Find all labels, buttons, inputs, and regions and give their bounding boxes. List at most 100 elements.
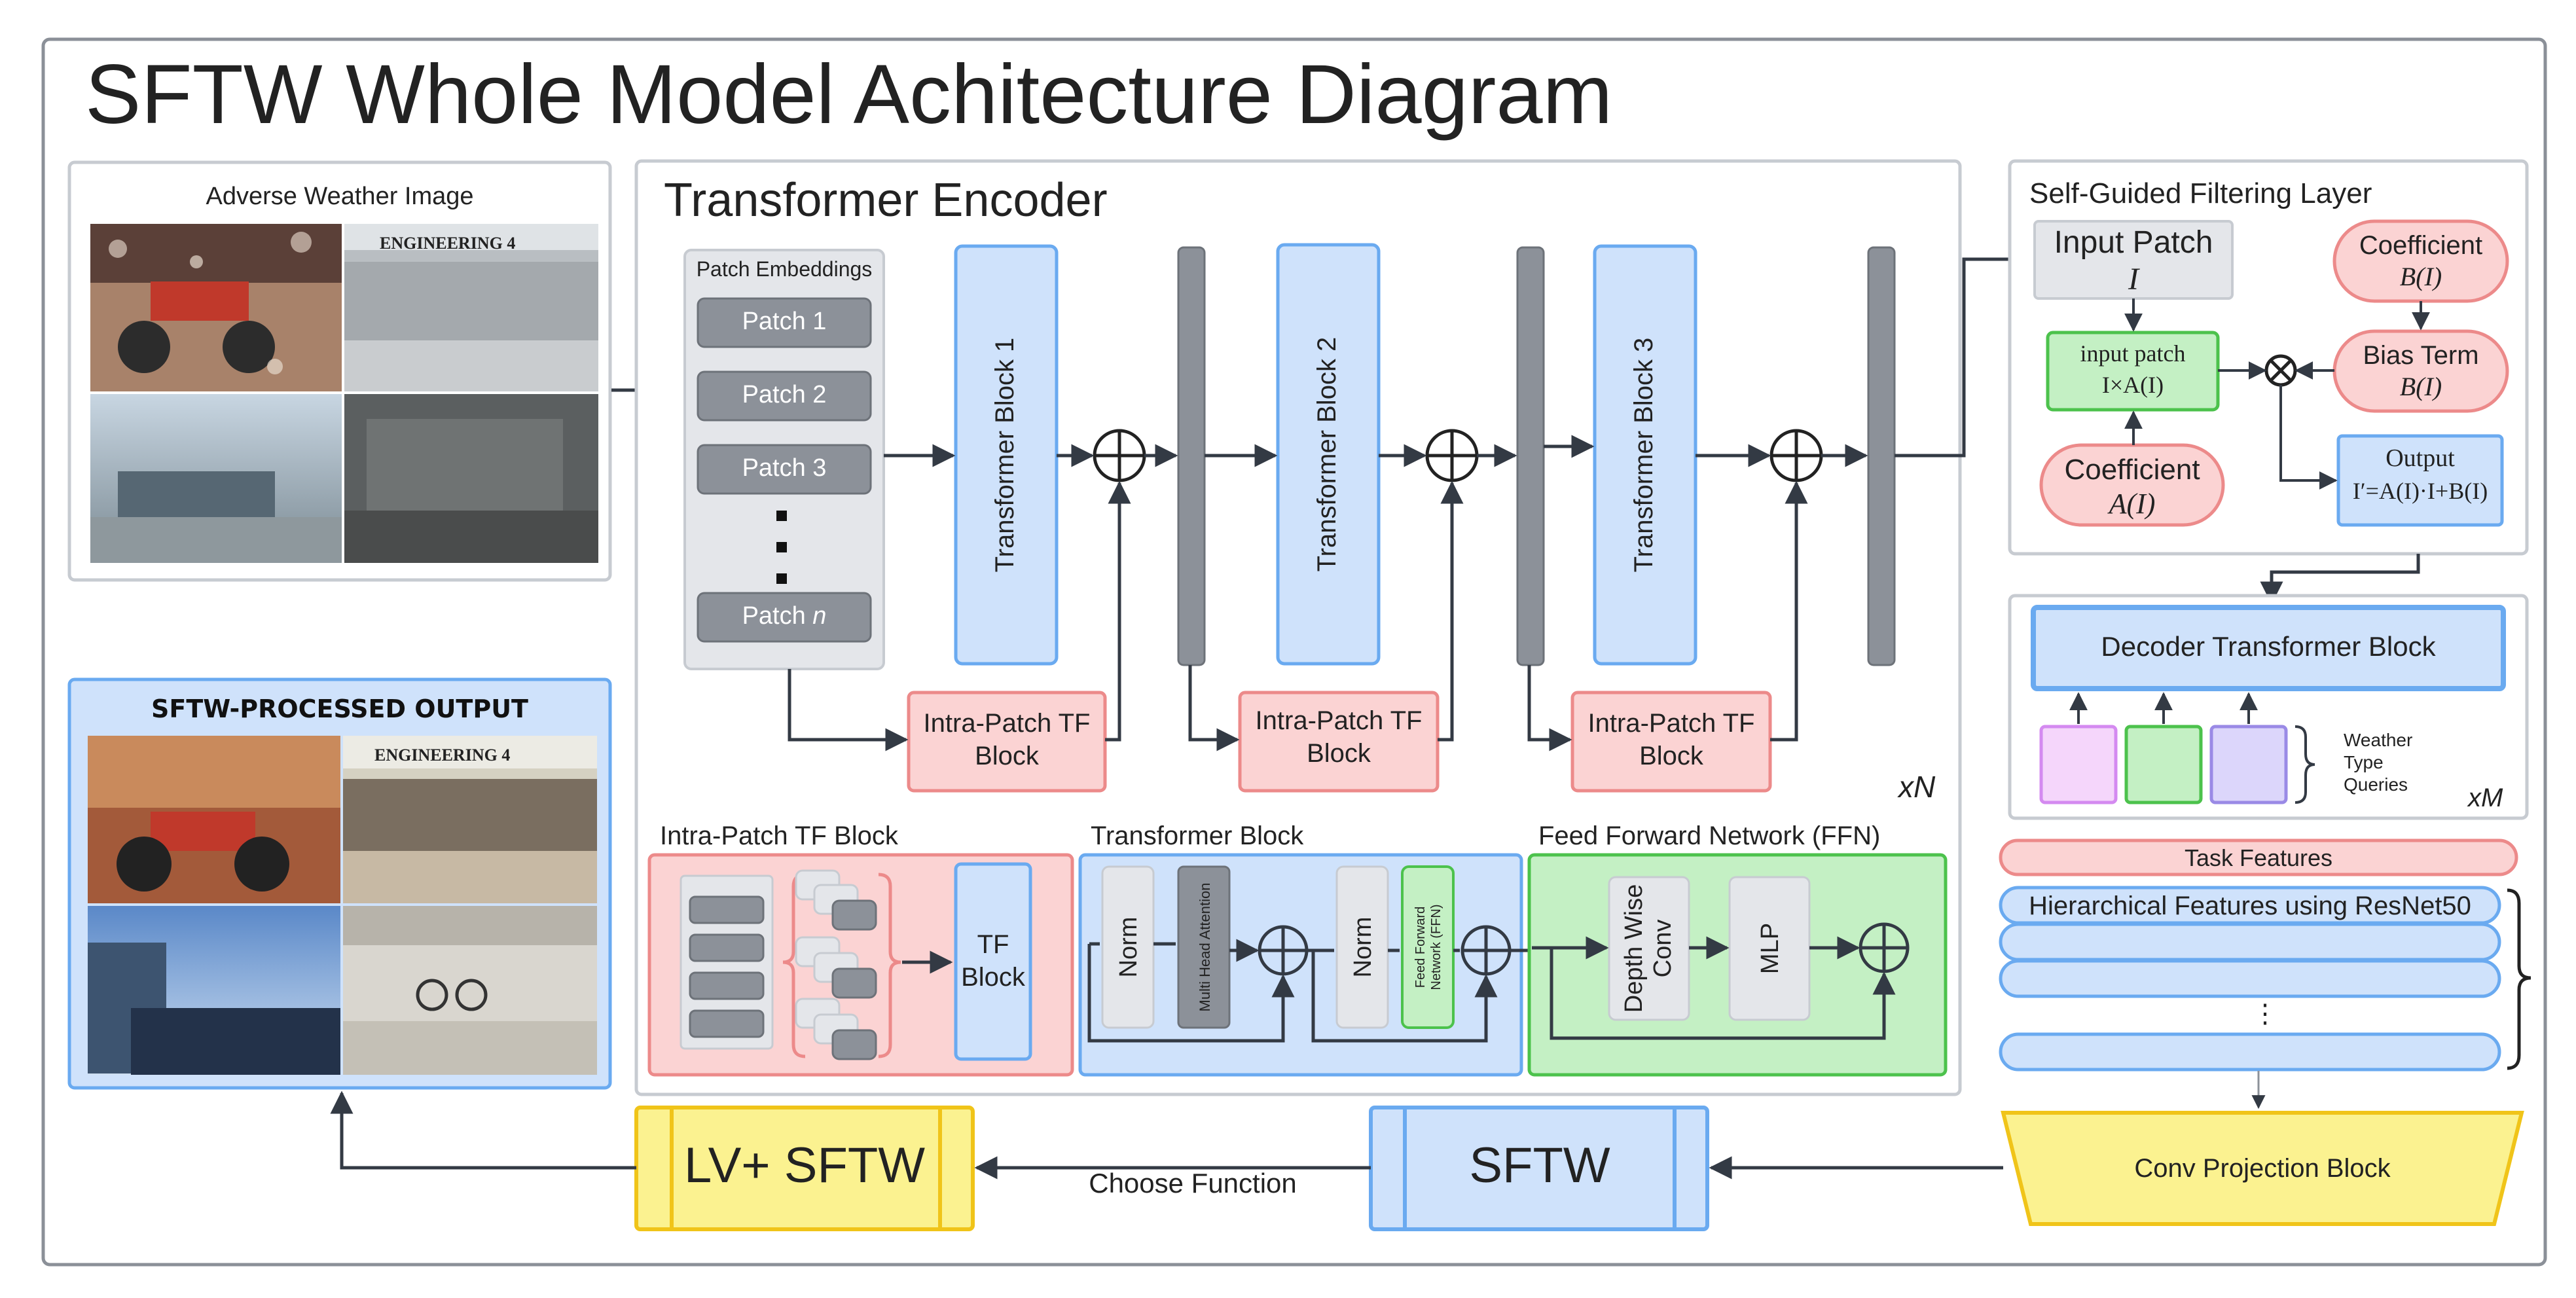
output-photo-rooftops: [88, 906, 340, 1075]
mha-label: Multi Head Attention: [1197, 883, 1213, 1012]
intra-patch-block-3-line2: Block: [1639, 742, 1704, 770]
sgf-mult-line1: input patch: [2080, 340, 2186, 367]
sgf-multiply-node: [2264, 354, 2297, 387]
sgf-bias-term-label: Bias Term: [2363, 341, 2478, 370]
intra-patch-block-1: Intra-Patch TF Block: [907, 691, 1107, 793]
output-panel: SFTW-PROCESSED OUTPUT ENGINEERING 4: [67, 677, 612, 1090]
input-photo-street: [344, 394, 598, 563]
encoder-title: Transformer Encoder: [664, 174, 1108, 226]
depthwise-conv-line2: Conv: [1649, 920, 1677, 978]
sgf-coefficient-a-symbol: A(I): [2107, 488, 2156, 520]
intra-patch-block-3-line1: Intra-Patch TF: [1588, 709, 1755, 738]
sgf-mult-line2: I×A(I): [2102, 372, 2164, 398]
intra-detail-panel: TF Block: [647, 853, 1074, 1077]
sum-node-2: [1425, 429, 1479, 482]
weather-query-3: [2209, 725, 2288, 804]
patch-3-label: Patch 3: [742, 454, 827, 482]
sgf-coefficient-a-label: Coefficient: [2064, 454, 2200, 486]
tblock-detail-panel: Norm Multi Head Attention Norm Feed Forw…: [1078, 853, 1532, 1077]
features-brace: [2507, 888, 2531, 1070]
task-features: [1999, 838, 2518, 876]
sum-node-1: [1093, 429, 1146, 482]
sgf-coefficient-b-label: Coefficient: [2359, 231, 2482, 260]
decoder-transformer-block: [2031, 605, 2506, 691]
queries-label-1: Weather: [2344, 730, 2412, 750]
ffn-mini-box: [1401, 865, 1455, 1029]
ffn-mini-line1: Feed Forward: [1413, 907, 1428, 988]
tblock-detail-title: Transformer Block: [1091, 821, 1304, 850]
encoder-repeat: xN: [1897, 770, 1936, 804]
page-title: SFTW Whole Model Achitecture Diagram: [85, 48, 1612, 141]
input-sign-text: ENGINEERING 4: [380, 234, 515, 253]
sgf-title: Self-Guided Filtering Layer: [2029, 177, 2372, 209]
patch-embeddings: Patch Embeddings Patch 1 Patch 2 Patch 3…: [683, 249, 885, 670]
transformer-block-2: Transformer Block 2: [1276, 243, 1381, 666]
intra-patch-block-2: Intra-Patch TF Block: [1238, 691, 1440, 793]
conv-projection-block: Conv Projection Block: [2001, 1111, 2524, 1226]
patch-3: [697, 444, 872, 495]
ellipsis-dot: [776, 573, 787, 584]
decoder-panel: Decoder Transformer Block Weather Type Q…: [2008, 594, 2529, 820]
hier-features-ellipsis: ⋮: [2252, 1000, 2278, 1028]
hier-features-label: Hierarchical Features using ResNet50: [2029, 892, 2471, 920]
decoder-block-label: Decoder Transformer Block: [2101, 631, 2436, 662]
concat-bar-1: [1177, 246, 1206, 666]
choose-function-label: Choose Function: [1089, 1168, 1297, 1199]
sgf-input-patch-symbol: I: [2128, 262, 2140, 297]
input-panel: Adverse Weather Image ENGINEERING 4: [67, 160, 612, 582]
intra-patch-block-3: Intra-Patch TF Block: [1570, 691, 1772, 793]
patch-1-label: Patch 1: [742, 308, 827, 335]
norm-label-2: Norm: [1349, 917, 1377, 978]
sum-node-tblock-2: [1460, 925, 1512, 976]
output-photo-building: ENGINEERING 4: [343, 736, 597, 903]
transformer-encoder: Transformer Encoder Patch Embeddings Pat…: [634, 159, 2037, 1096]
tf-block-mini: [954, 862, 1032, 1061]
intra-patch-block-2-line1: Intra-Patch TF: [1256, 706, 1423, 735]
patch-2-label: Patch 2: [742, 381, 827, 408]
patch-embeddings-title: Patch Embeddings: [697, 257, 873, 281]
bottom-connectors: [330, 1091, 2003, 1180]
ffn-detail-panel: Depth Wise Conv MLP: [1527, 853, 1948, 1077]
patch-n-label: Patch n: [742, 602, 827, 630]
transformer-block-1: Transformer Block 1: [954, 244, 1059, 666]
sum-node-tblock-1: [1258, 925, 1309, 976]
intra-detail-title: Intra-Patch TF Block: [660, 821, 899, 850]
self-guided-filtering-layer: Self-Guided Filtering Layer Input Patch …: [2008, 159, 2529, 556]
mlp-label: MLP: [1756, 923, 1784, 974]
transformer-block-2-label: Transformer Block 2: [1313, 337, 1341, 572]
sftw-label: SFTW: [1469, 1138, 1610, 1193]
sgf-coefficient-b-symbol: B(I): [2400, 262, 2442, 291]
transformer-block-3-label: Transformer Block 3: [1629, 338, 1658, 573]
sgf-input-patch-label: Input Patch: [2054, 225, 2213, 260]
arrow-sgf-to-decoder: [2260, 554, 2420, 605]
patch-1: [697, 297, 872, 348]
intra-patch-block-1-line1: Intra-Patch TF: [924, 709, 1091, 738]
tf-block-mini-line1: TF: [977, 930, 1009, 959]
output-sign-text: ENGINEERING 4: [374, 746, 510, 765]
transformer-block-1-label: Transformer Block 1: [990, 338, 1019, 573]
norm-box-2: [1335, 865, 1389, 1029]
concat-bar-3: [1867, 246, 1896, 666]
output-photo-motorbike: [88, 736, 340, 903]
ffn-mini-line2: Network (FFN): [1429, 904, 1443, 990]
hier-feature-3: [1999, 959, 2501, 998]
lv-sftw-label: LV+ SFTW: [684, 1138, 925, 1193]
ellipsis-dot: [776, 542, 787, 552]
features-stack: Task Features Hierarchical Features usin…: [1999, 838, 2531, 1109]
intra-patch-block-1-line2: Block: [975, 742, 1040, 770]
lv-sftw-block: LV+ SFTW: [634, 1106, 975, 1231]
hier-feature-2: [1999, 922, 2501, 962]
queries-label-3: Queries: [2344, 774, 2408, 795]
sum-node-3: [1769, 429, 1823, 482]
intra-patch-block-2-line2: Block: [1307, 739, 1371, 768]
ellipsis-dot: [776, 511, 787, 521]
sgf-bias-term-symbol: B(I): [2400, 372, 2442, 401]
sgf-output-label: Output: [2386, 444, 2455, 472]
tf-block-mini-line2: Block: [961, 963, 1026, 992]
input-photo-fog: [90, 394, 342, 563]
encoder-connectors: [788, 247, 2037, 751]
output-photo-street: [343, 906, 597, 1075]
hier-feature-n: [1999, 1032, 2501, 1072]
norm-box-1: [1101, 865, 1155, 1029]
